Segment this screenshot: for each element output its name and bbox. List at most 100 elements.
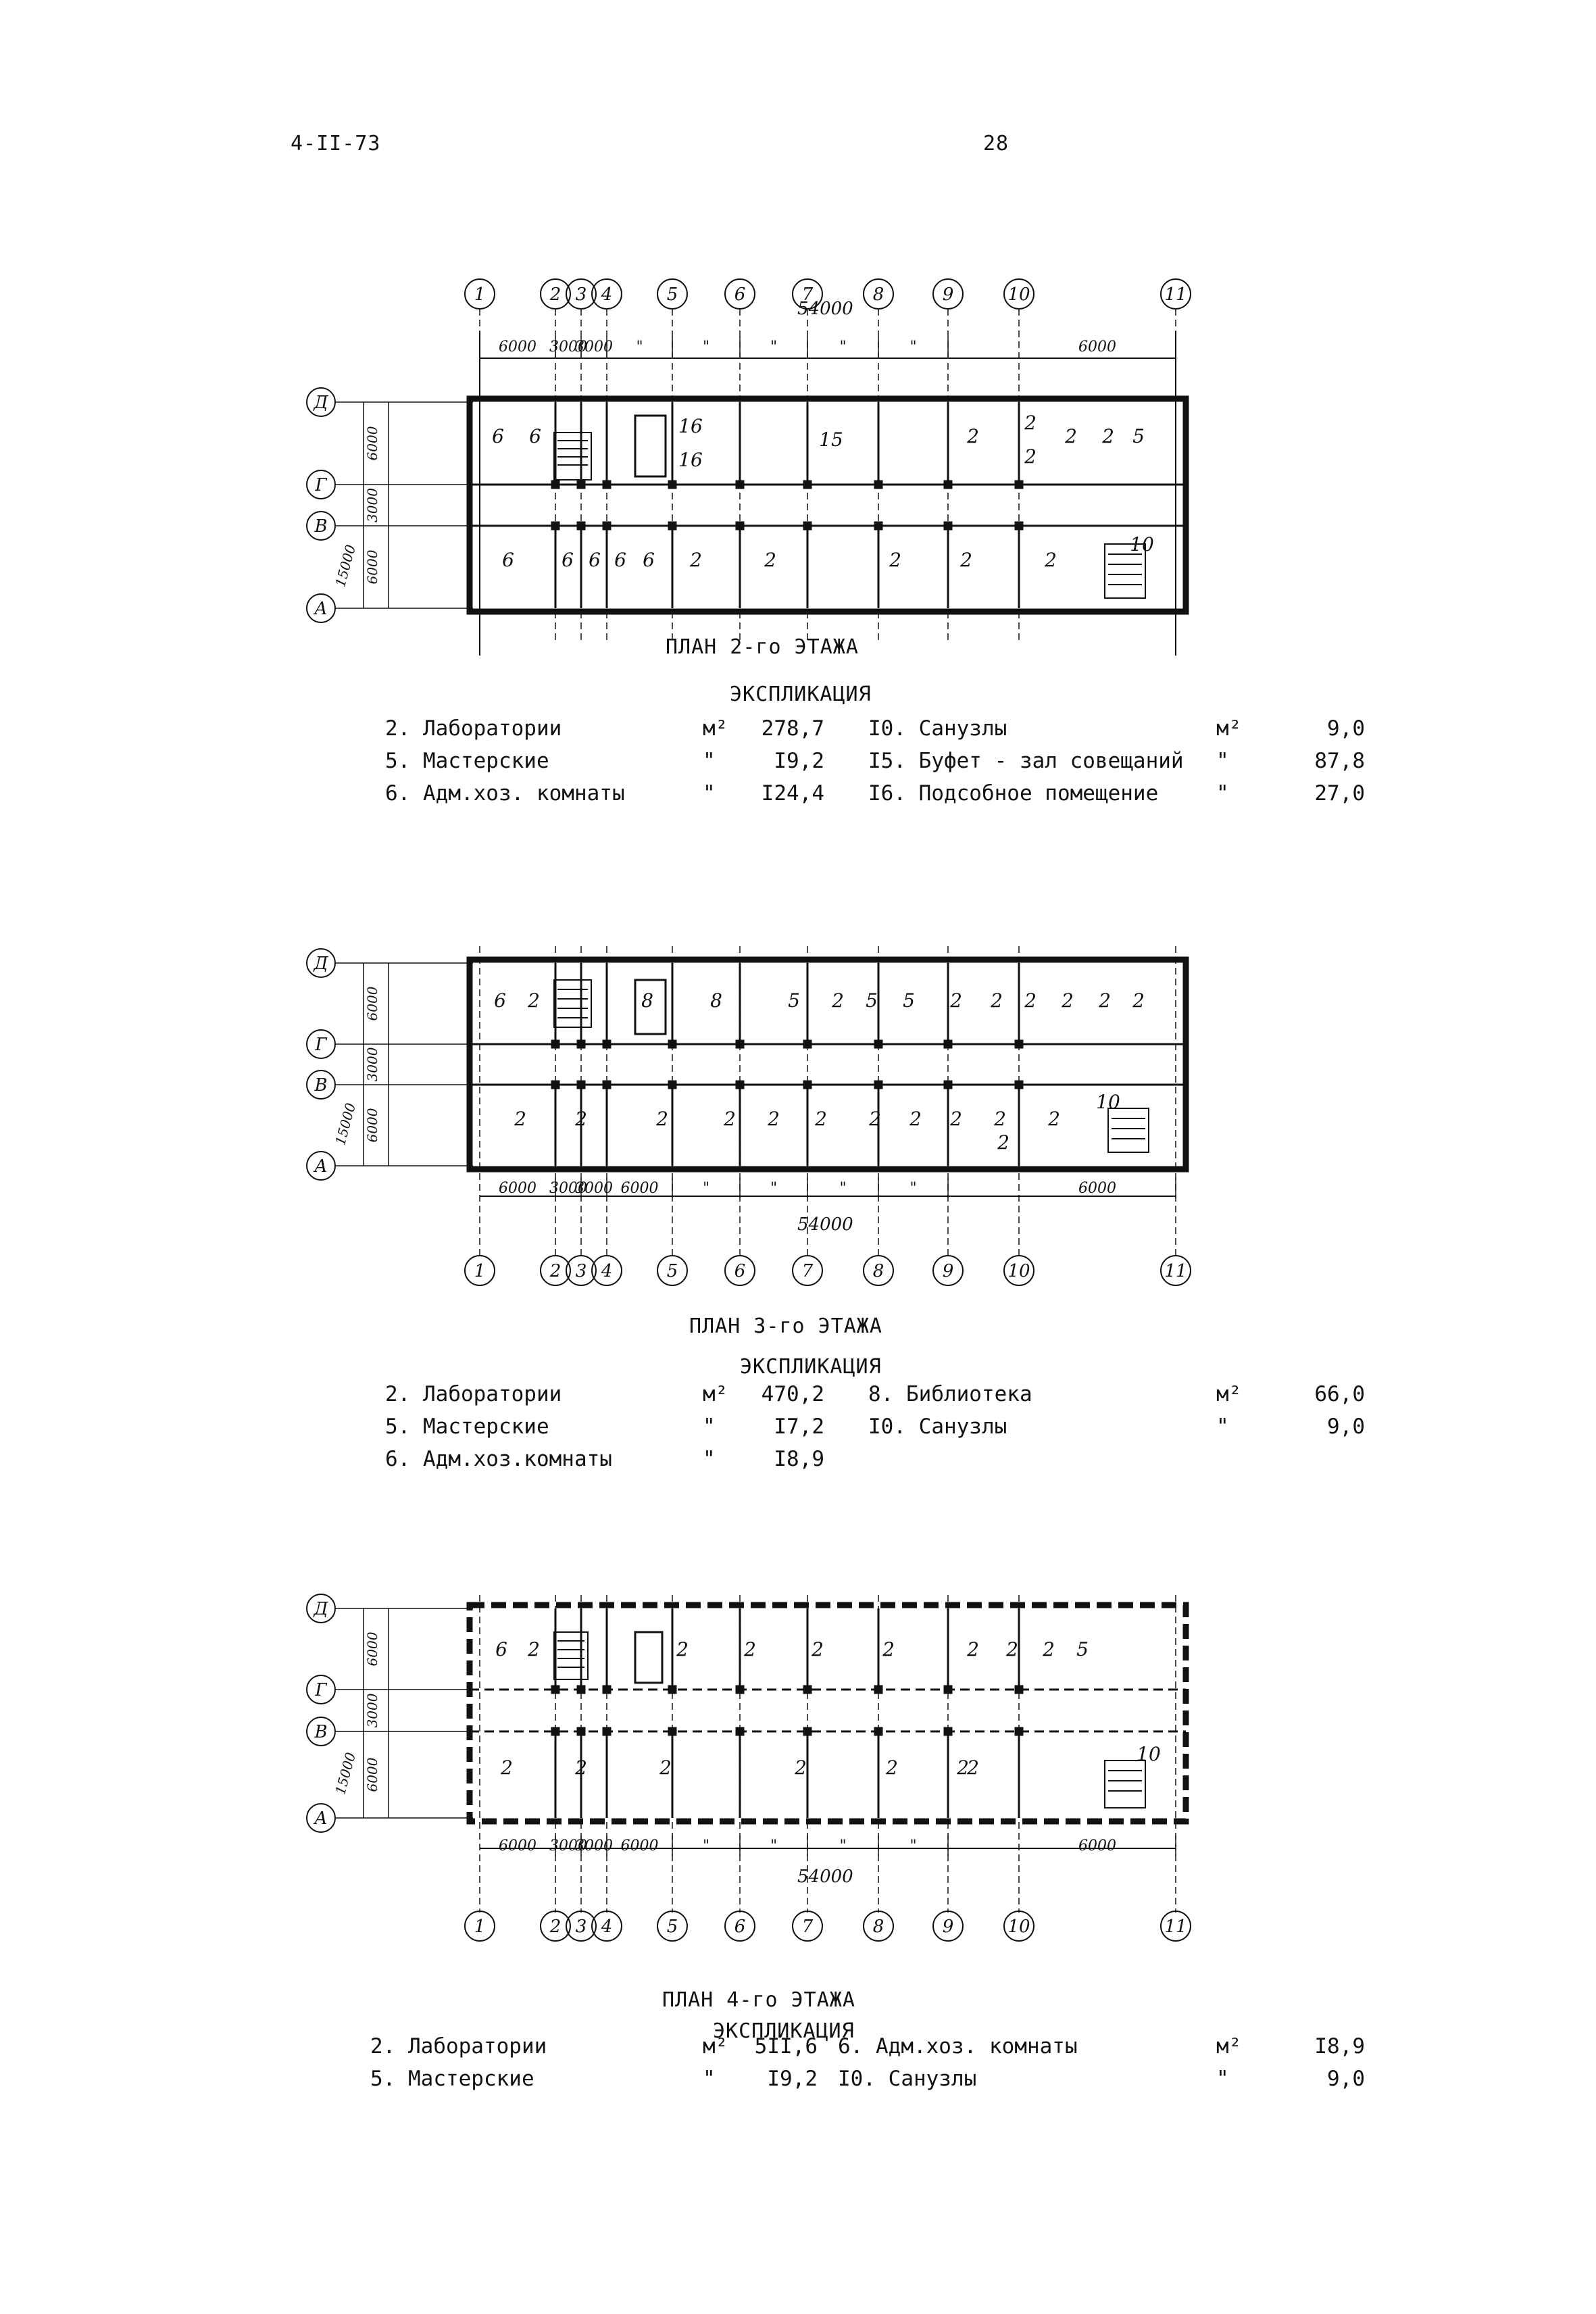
axis-label: 7 xyxy=(802,285,814,305)
room-number: 2 xyxy=(956,1756,969,1779)
explication-title: ЭКСПЛИКАЦИЯ xyxy=(740,1355,882,1379)
axis-label: 3 xyxy=(576,1917,587,1937)
room-number: 2 xyxy=(1044,549,1057,571)
axis-label: 2 xyxy=(549,285,562,305)
side-dimension: 6000 xyxy=(364,1757,380,1792)
side-total-dimension: 15000 xyxy=(332,1750,359,1796)
plan-title-4th-floor: ПЛАН 4-го ЭТАЖА xyxy=(662,1988,855,2012)
axis-label: 1 xyxy=(474,1261,486,1281)
side-dimension: 6000 xyxy=(364,549,380,584)
room-number: 2 xyxy=(993,1108,1006,1130)
explication-r-unit: м² xyxy=(1216,1382,1242,1406)
axis-label: 2 xyxy=(549,1917,562,1937)
axis-label: 11 xyxy=(1164,1917,1187,1937)
axis-label: 2 xyxy=(549,1261,562,1281)
axis-label: 5 xyxy=(667,285,678,305)
axis-bubble-А: А xyxy=(306,1151,336,1181)
svg-text:В: В xyxy=(314,1722,327,1742)
room-number: 2 xyxy=(723,1108,736,1130)
axis-label: 5 xyxy=(667,1261,678,1281)
explication-l-unit: " xyxy=(703,749,716,773)
room-number: 2 xyxy=(676,1638,689,1660)
explication-l-unit: м² xyxy=(703,1382,728,1406)
room-number: 2 xyxy=(949,989,962,1012)
axis-bubble-А: А xyxy=(306,1803,336,1833)
axis-bubble-6: 6 xyxy=(724,278,755,310)
room-number: 2 xyxy=(966,425,979,447)
svg-text:Г: Г xyxy=(314,1035,327,1055)
axis-label: 1 xyxy=(474,1917,486,1937)
axis-label: 9 xyxy=(943,285,954,305)
explication-r-val: I8,9 xyxy=(1314,2034,1365,2059)
axis-label: 8 xyxy=(873,1261,884,1281)
explication-l-name: 2. Лаборатории xyxy=(385,716,562,741)
room-number: 16 xyxy=(678,449,703,471)
side-total-dimension: 15000 xyxy=(332,543,359,589)
room-number: 2 xyxy=(990,989,1003,1012)
svg-text:Г: Г xyxy=(314,1680,327,1700)
explication-l-unit: " xyxy=(703,1447,716,1471)
axis-bubble-1: 1 xyxy=(464,1255,495,1286)
room-number: 2 xyxy=(909,1108,922,1130)
axis-bubble-5: 5 xyxy=(657,1255,688,1286)
axis-label: 9 xyxy=(943,1917,954,1937)
room-number: 2 xyxy=(966,1756,979,1779)
explication-l-val: 470,2 xyxy=(761,1382,824,1406)
axis-bubble-Д: Д xyxy=(306,948,336,978)
explication-r-unit: " xyxy=(1216,2067,1229,2091)
explication-r-val: 9,0 xyxy=(1327,1414,1365,1439)
axis-bubble-11: 11 xyxy=(1160,278,1191,310)
explication-l-val: I8,9 xyxy=(774,1447,824,1471)
room-number: 2 xyxy=(574,1108,587,1130)
explication-l-unit: " xyxy=(703,1414,716,1439)
axis-bubble-9: 9 xyxy=(932,1255,964,1286)
axis-label: 8 xyxy=(873,1917,884,1937)
dimension-label: 6000 xyxy=(499,1180,537,1197)
explication-r-name: I0. Санузлы xyxy=(838,2067,977,2091)
axis-bubble-10: 10 xyxy=(1003,1911,1034,1942)
room-number: 2 xyxy=(514,1108,526,1130)
dimension-label: " xyxy=(839,1838,846,1854)
explication-r-name: I5. Буфет - зал совещаний xyxy=(868,749,1184,773)
room-number: 2 xyxy=(889,549,901,571)
total-dimension: 54000 xyxy=(797,299,853,319)
explication-l-name: 2. Лаборатории xyxy=(370,2034,547,2059)
room-number: 10 xyxy=(1130,533,1154,556)
room-number: 2 xyxy=(882,1638,895,1660)
room-number: 2 xyxy=(1101,425,1114,447)
explication-l-unit: " xyxy=(703,2067,716,2091)
explication-r-val: 66,0 xyxy=(1314,1382,1365,1406)
explication-l-unit: м² xyxy=(703,716,728,741)
axis-bubble-10: 10 xyxy=(1003,278,1034,310)
room-number: 2 xyxy=(1098,989,1111,1012)
axis-bubble-Г: Г xyxy=(306,1029,336,1059)
dimension-label: " xyxy=(703,1838,709,1854)
svg-text:Г: Г xyxy=(314,475,327,495)
axis-label: 10 xyxy=(1007,1261,1030,1281)
room-number: 6 xyxy=(492,425,504,447)
dimension-label: " xyxy=(770,1838,777,1854)
svg-text:Д: Д xyxy=(313,393,328,413)
total-dimension: 54000 xyxy=(797,1867,853,1887)
dimension-label: " xyxy=(909,339,916,355)
axis-bubble-11: 11 xyxy=(1160,1255,1191,1286)
side-dimension: 3000 xyxy=(364,1047,380,1081)
side-dimension: 3000 xyxy=(364,1693,380,1727)
explication-r-unit: " xyxy=(1216,749,1229,773)
room-number: 6 xyxy=(494,989,506,1012)
explication-r-unit: " xyxy=(1216,1414,1229,1439)
explication-r-name: I0. Санузлы xyxy=(868,1414,1007,1439)
dimension-label: " xyxy=(770,339,777,355)
staircase xyxy=(553,414,1146,599)
total-dimension: 54000 xyxy=(797,1214,853,1235)
axis-bubble-8: 8 xyxy=(863,1911,894,1942)
explication-r-name: 8. Библиотека xyxy=(868,1382,1032,1406)
svg-text:В: В xyxy=(314,516,327,537)
explication-l-name: 5. Мастерские xyxy=(385,749,549,773)
axis-bubble-1: 1 xyxy=(464,1911,495,1942)
side-total-dimension: 15000 xyxy=(332,1101,359,1147)
axis-bubble-Д: Д xyxy=(306,387,336,417)
room-number: 2 xyxy=(949,1108,962,1130)
